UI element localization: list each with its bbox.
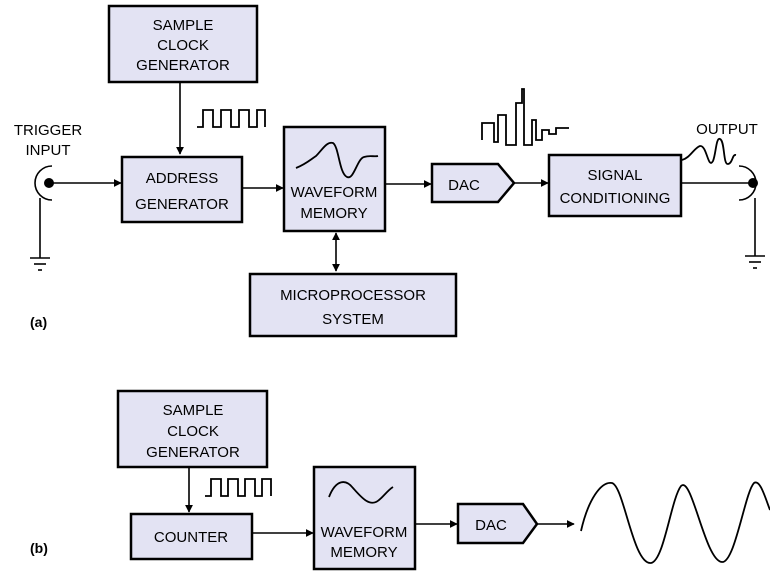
- trigger-label-line2: INPUT: [26, 142, 71, 159]
- clock-pulse-icon-a: [197, 109, 266, 128]
- stepped-waveform-icon: [481, 88, 569, 146]
- sample-clock-b-label-line2: CLOCK: [167, 423, 219, 440]
- complex-waveform-icon: [295, 141, 379, 178]
- microprocessor-label-line2: SYSTEM: [322, 311, 384, 328]
- panel-b: SAMPLE CLOCK GENERATOR COUNTER WAVEFORM …: [30, 389, 770, 571]
- waveform-memory-block-a: WAVEFORM MEMORY: [282, 125, 387, 233]
- output-label: OUTPUT: [696, 121, 758, 138]
- sample-clock-label-line2: CLOCK: [157, 37, 209, 54]
- output-sine-wave: [580, 481, 770, 564]
- clock-pulse-icon-b: [205, 478, 272, 497]
- address-label-line2: GENERATOR: [135, 196, 229, 213]
- signal-conditioning-block: SIGNAL CONDITIONING: [547, 153, 683, 218]
- sample-clock-label-line1: SAMPLE: [153, 17, 214, 34]
- trigger-label-line1: TRIGGER: [14, 122, 83, 139]
- dac-label-a: DAC: [448, 177, 480, 194]
- waveform-memory-label-line2-b: MEMORY: [330, 544, 397, 561]
- sample-clock-generator-block-a: SAMPLE CLOCK GENERATOR: [107, 4, 259, 84]
- dac-block-b: DAC: [456, 502, 539, 545]
- trigger-input-connector: [34, 165, 54, 258]
- waveform-memory-label-line1-b: WAVEFORM: [321, 524, 408, 541]
- counter-label: COUNTER: [154, 529, 228, 546]
- panel-a: SAMPLE CLOCK GENERATOR TRIGGER INPUT ADD…: [14, 4, 765, 338]
- output-waveform-icon: [681, 138, 737, 165]
- sine-wave-icon: [328, 481, 394, 504]
- sample-clock-b-label-line3: GENERATOR: [146, 444, 240, 461]
- signal-conditioning-label-line1: SIGNAL: [587, 167, 642, 184]
- ground-symbol-output: [745, 255, 765, 269]
- sample-clock-generator-block-b: SAMPLE CLOCK GENERATOR: [116, 389, 269, 469]
- microprocessor-label-line1: MICROPROCESSOR: [280, 287, 426, 304]
- microprocessor-system-block: MICROPROCESSOR SYSTEM: [248, 272, 458, 338]
- dac-block-a: DAC: [430, 162, 516, 204]
- sample-clock-b-label-line1: SAMPLE: [163, 402, 224, 419]
- sample-clock-label-line3: GENERATOR: [136, 57, 230, 74]
- counter-block: COUNTER: [129, 512, 254, 561]
- panel-b-tag: (b): [30, 540, 48, 556]
- ground-symbol-input: [30, 257, 50, 271]
- output-connector: [738, 165, 758, 256]
- signal-conditioning-label-line2: CONDITIONING: [560, 190, 671, 207]
- waveform-memory-label-line1-a: WAVEFORM: [291, 184, 378, 201]
- panel-a-tag: (a): [30, 314, 47, 330]
- waveform-memory-block-b: WAVEFORM MEMORY: [312, 465, 417, 571]
- waveform-memory-label-line2-a: MEMORY: [300, 205, 367, 222]
- dac-label-b: DAC: [475, 517, 507, 534]
- address-generator-block: ADDRESS GENERATOR: [120, 155, 244, 224]
- address-label-line1: ADDRESS: [146, 170, 219, 187]
